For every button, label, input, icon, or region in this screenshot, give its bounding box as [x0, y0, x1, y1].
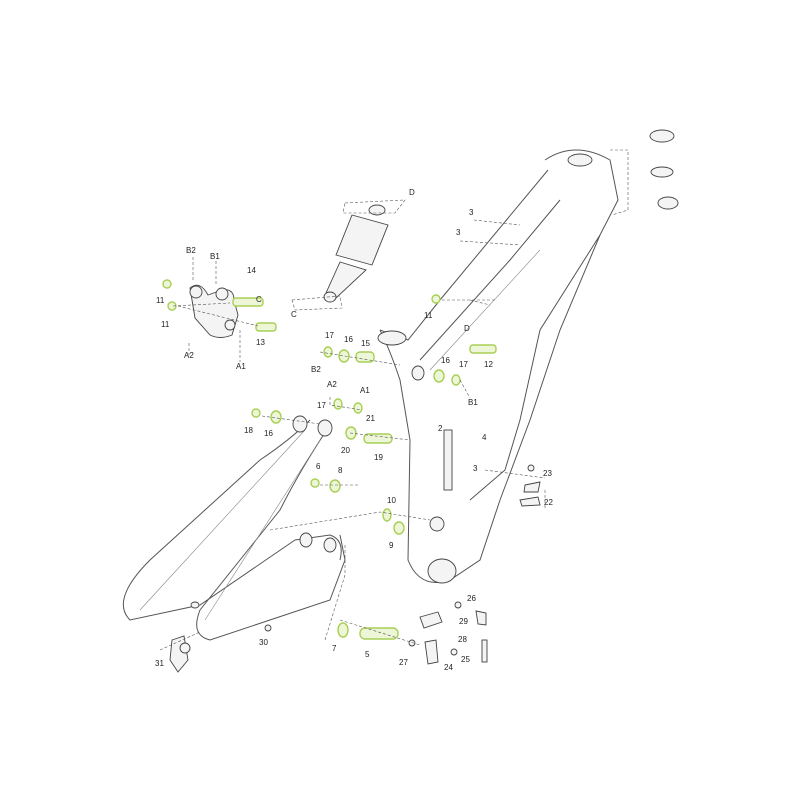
- callout-label: 18: [244, 426, 253, 435]
- leader-lines: [159, 219, 546, 651]
- callout-label: 4: [482, 433, 487, 442]
- highlighted-hardware: [251, 294, 497, 640]
- callout-label: B2: [311, 365, 321, 374]
- callout-label: A1: [236, 362, 246, 371]
- callout-label: D: [409, 188, 415, 197]
- callout-label: 25: [461, 655, 470, 664]
- callout-label: 10: [387, 496, 396, 505]
- callout-label: 16: [344, 335, 353, 344]
- callout-label: 7: [332, 644, 337, 653]
- callout-label: D: [464, 324, 470, 333]
- callout-label: 3: [469, 208, 474, 217]
- callout-label: 11: [161, 320, 170, 329]
- callout-label: 29: [459, 617, 468, 626]
- callout-label: 3: [456, 228, 461, 237]
- callout-label: 27: [399, 658, 408, 667]
- callout-label: 12: [484, 360, 493, 369]
- callout-label: C: [256, 295, 262, 304]
- callout-labels: D 3 3 B2 B1 14 11 C 11 A2 13 A1 C 11 D 1…: [155, 188, 553, 672]
- callout-label: 11: [156, 296, 165, 305]
- callout-label: 19: [374, 453, 383, 462]
- callout-label: 9: [389, 541, 394, 550]
- swingarm: [122, 415, 346, 641]
- callout-label: 17: [325, 331, 334, 340]
- callout-label: 3: [473, 464, 478, 473]
- callout-label: A2: [327, 380, 337, 389]
- callout-label: 8: [338, 466, 343, 475]
- main-frame: [377, 149, 619, 584]
- dropout-hardware: [169, 464, 541, 673]
- callout-label: 30: [259, 638, 268, 647]
- callout-label: 23: [543, 469, 552, 478]
- callout-label: 21: [366, 414, 375, 423]
- callout-label: 16: [264, 429, 273, 438]
- callout-label: B2: [186, 246, 196, 255]
- callout-label: 22: [544, 498, 553, 507]
- callout-label: 31: [155, 659, 164, 668]
- headset-parts: [610, 129, 679, 216]
- callout-label: 13: [256, 338, 265, 347]
- callout-label: 17: [459, 360, 468, 369]
- callout-label: 24: [444, 663, 453, 672]
- callout-label: 17: [317, 401, 326, 410]
- callout-label: 11: [424, 311, 433, 320]
- callout-label: 26: [467, 594, 476, 603]
- callout-label: B1: [210, 252, 220, 261]
- callout-label: A1: [360, 386, 370, 395]
- callout-label: C: [291, 310, 297, 319]
- callout-label: 20: [341, 446, 350, 455]
- callout-label: 2: [438, 424, 443, 433]
- callout-label: A2: [184, 351, 194, 360]
- rear-shock: [291, 199, 406, 311]
- callout-label: 28: [458, 635, 467, 644]
- callout-label: 16: [441, 356, 450, 365]
- callout-label: B1: [468, 398, 478, 407]
- rocker-link: [162, 279, 277, 338]
- callout-label: 15: [361, 339, 370, 348]
- callout-label: 5: [365, 650, 370, 659]
- callout-label: 6: [316, 462, 321, 471]
- callout-label: 14: [247, 266, 256, 275]
